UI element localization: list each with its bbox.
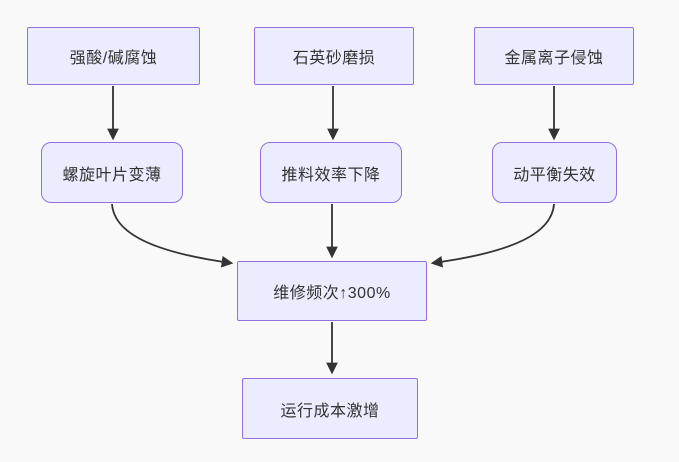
node-cause-sand: 石英砂磨损: [254, 27, 414, 85]
node-cause-metal: 金属离子侵蚀: [474, 27, 634, 85]
node-effect-blade: 螺旋叶片变薄: [41, 142, 183, 203]
node-result-maintenance-label: 维修频次↑300%: [273, 285, 391, 302]
edge-balance-to-maintenance: [430, 203, 555, 268]
node-effect-balance-label: 动平衡失效: [513, 166, 596, 184]
node-effect-balance: 动平衡失效: [492, 142, 617, 203]
node-cause-sand-label: 石英砂磨损: [292, 50, 376, 67]
node-cause-acid: 强酸/碱腐蚀: [27, 27, 200, 85]
node-result-cost: 运行成本激增: [242, 378, 418, 439]
node-cause-acid-label: 强酸/碱腐蚀: [69, 50, 158, 67]
edge-blade-to-maintenance: [111, 203, 234, 268]
node-effect-efficiency-label: 推料效率下降: [281, 166, 381, 184]
node-effect-efficiency: 推料效率下降: [260, 142, 402, 203]
node-result-cost-label: 运行成本激增: [280, 402, 380, 420]
node-result-maintenance: 维修频次↑300%: [237, 261, 427, 321]
node-cause-metal-label: 金属离子侵蚀: [504, 50, 604, 67]
node-effect-blade-label: 螺旋叶片变薄: [62, 166, 162, 184]
